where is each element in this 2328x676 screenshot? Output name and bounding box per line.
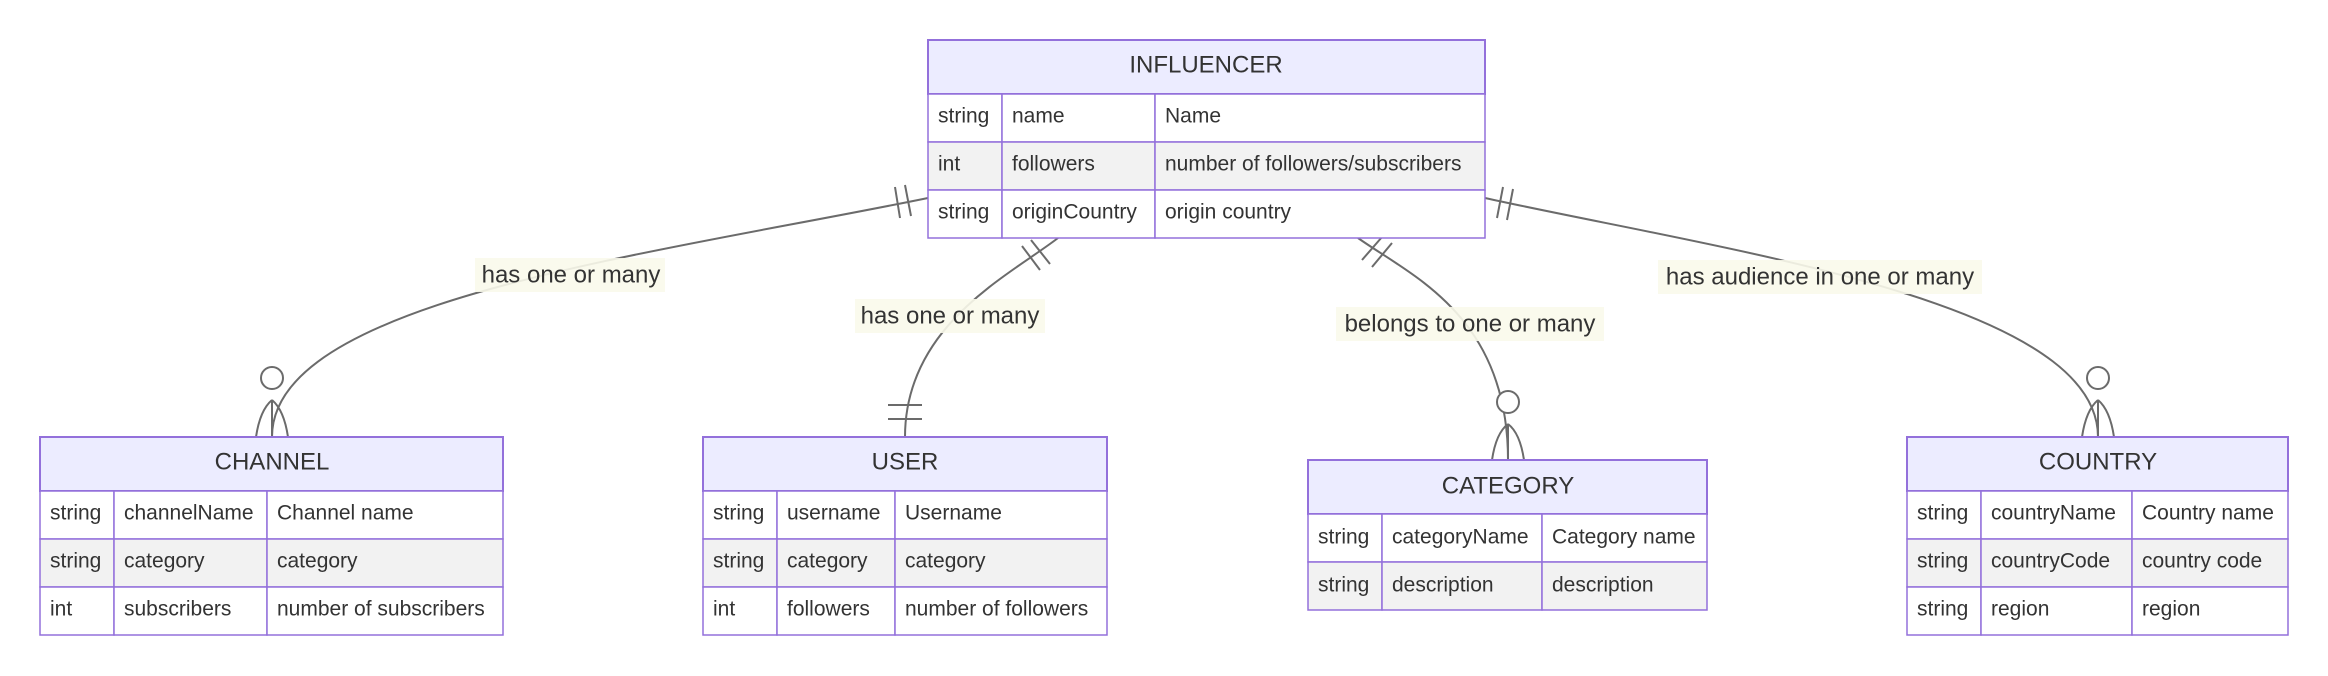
attribute-comment: number of followers	[905, 598, 1088, 621]
attribute-comment: Category name	[1552, 526, 1696, 549]
relationship-labels: has one or many has one or many belongs …	[475, 258, 1982, 341]
attribute-type: string	[938, 105, 989, 128]
attribute-name: region	[1991, 598, 2049, 621]
attribute-type: string	[713, 502, 764, 525]
attribute-type: int	[938, 153, 960, 176]
entity-title: COUNTRY	[2039, 449, 2157, 476]
relationship-label-influencer-category: belongs to one or many	[1345, 311, 1596, 338]
attribute-type: string	[938, 201, 989, 224]
attribute-comment: origin country	[1165, 201, 1292, 224]
attribute-type: string	[50, 550, 101, 573]
relationship-label-influencer-user: has one or many	[861, 303, 1040, 330]
attribute-comment: category	[905, 550, 986, 573]
zero-or-many-marker-channel	[255, 366, 289, 438]
attribute-type: string	[1917, 550, 1968, 573]
entity-title: INFLUENCER	[1129, 52, 1282, 79]
entity-user: USER string username Username string cat…	[702, 436, 1108, 636]
attribute-type: int	[50, 598, 72, 621]
relationship-label-influencer-channel: has one or many	[482, 262, 661, 289]
entity-title: CHANNEL	[215, 449, 330, 476]
exactly-one-marker-influencer-user	[1021, 239, 1051, 271]
entity-category: CATEGORY string categoryName Category na…	[1307, 459, 1708, 611]
attribute-type: string	[1917, 598, 1968, 621]
exactly-one-marker-user	[888, 404, 922, 420]
exactly-one-marker-influencer-country	[1496, 186, 1514, 221]
attribute-name: category	[124, 550, 205, 573]
attribute-name: followers	[1012, 153, 1095, 176]
attribute-type: string	[713, 550, 764, 573]
zero-or-many-marker-category	[1491, 390, 1525, 461]
attribute-name: categoryName	[1392, 526, 1529, 549]
attribute-name: description	[1392, 574, 1494, 597]
attribute-type: int	[713, 598, 735, 621]
attribute-comment: number of subscribers	[277, 598, 485, 621]
exactly-one-marker-influencer-channel	[894, 184, 912, 219]
attribute-comment: category	[277, 550, 358, 573]
attribute-name: name	[1012, 105, 1065, 128]
edge-influencer-user	[904, 237, 1059, 438]
attribute-name: channelName	[124, 502, 254, 525]
zero-or-many-marker-country	[2081, 366, 2115, 438]
attribute-comment: number of followers/subscribers	[1165, 153, 1461, 176]
edge-influencer-channel	[271, 197, 929, 438]
attribute-comment: country code	[2142, 550, 2262, 573]
attribute-name: followers	[787, 598, 870, 621]
attribute-name: countryName	[1991, 502, 2116, 525]
cardinality-markers	[255, 184, 2115, 461]
attribute-type: string	[1917, 502, 1968, 525]
attribute-name: username	[787, 502, 880, 525]
edge-influencer-category	[1357, 237, 1509, 461]
attribute-comment: Country name	[2142, 502, 2274, 525]
exactly-one-marker-influencer-category	[1361, 236, 1393, 268]
attribute-name: originCountry	[1012, 201, 1137, 224]
entity-title: CATEGORY	[1442, 473, 1574, 500]
attribute-name: subscribers	[124, 598, 231, 621]
attribute-comment: description	[1552, 574, 1654, 597]
relationship-label-influencer-country: has audience in one or many	[1666, 264, 1974, 291]
entity-channel: CHANNEL string channelName Channel name …	[39, 436, 504, 636]
entity-influencer: INFLUENCER string name Name int follower…	[927, 39, 1486, 239]
attribute-comment: Username	[905, 502, 1002, 525]
attribute-name: category	[787, 550, 868, 573]
attribute-comment: region	[2142, 598, 2200, 621]
attribute-type: string	[1318, 526, 1369, 549]
attribute-type: string	[1318, 574, 1369, 597]
attribute-type: string	[50, 502, 101, 525]
attribute-name: countryCode	[1991, 550, 2110, 573]
attribute-comment: Channel name	[277, 502, 414, 525]
attribute-comment: Name	[1165, 105, 1221, 128]
entity-country: COUNTRY string countryName Country name …	[1906, 436, 2289, 636]
entity-title: USER	[872, 449, 939, 476]
